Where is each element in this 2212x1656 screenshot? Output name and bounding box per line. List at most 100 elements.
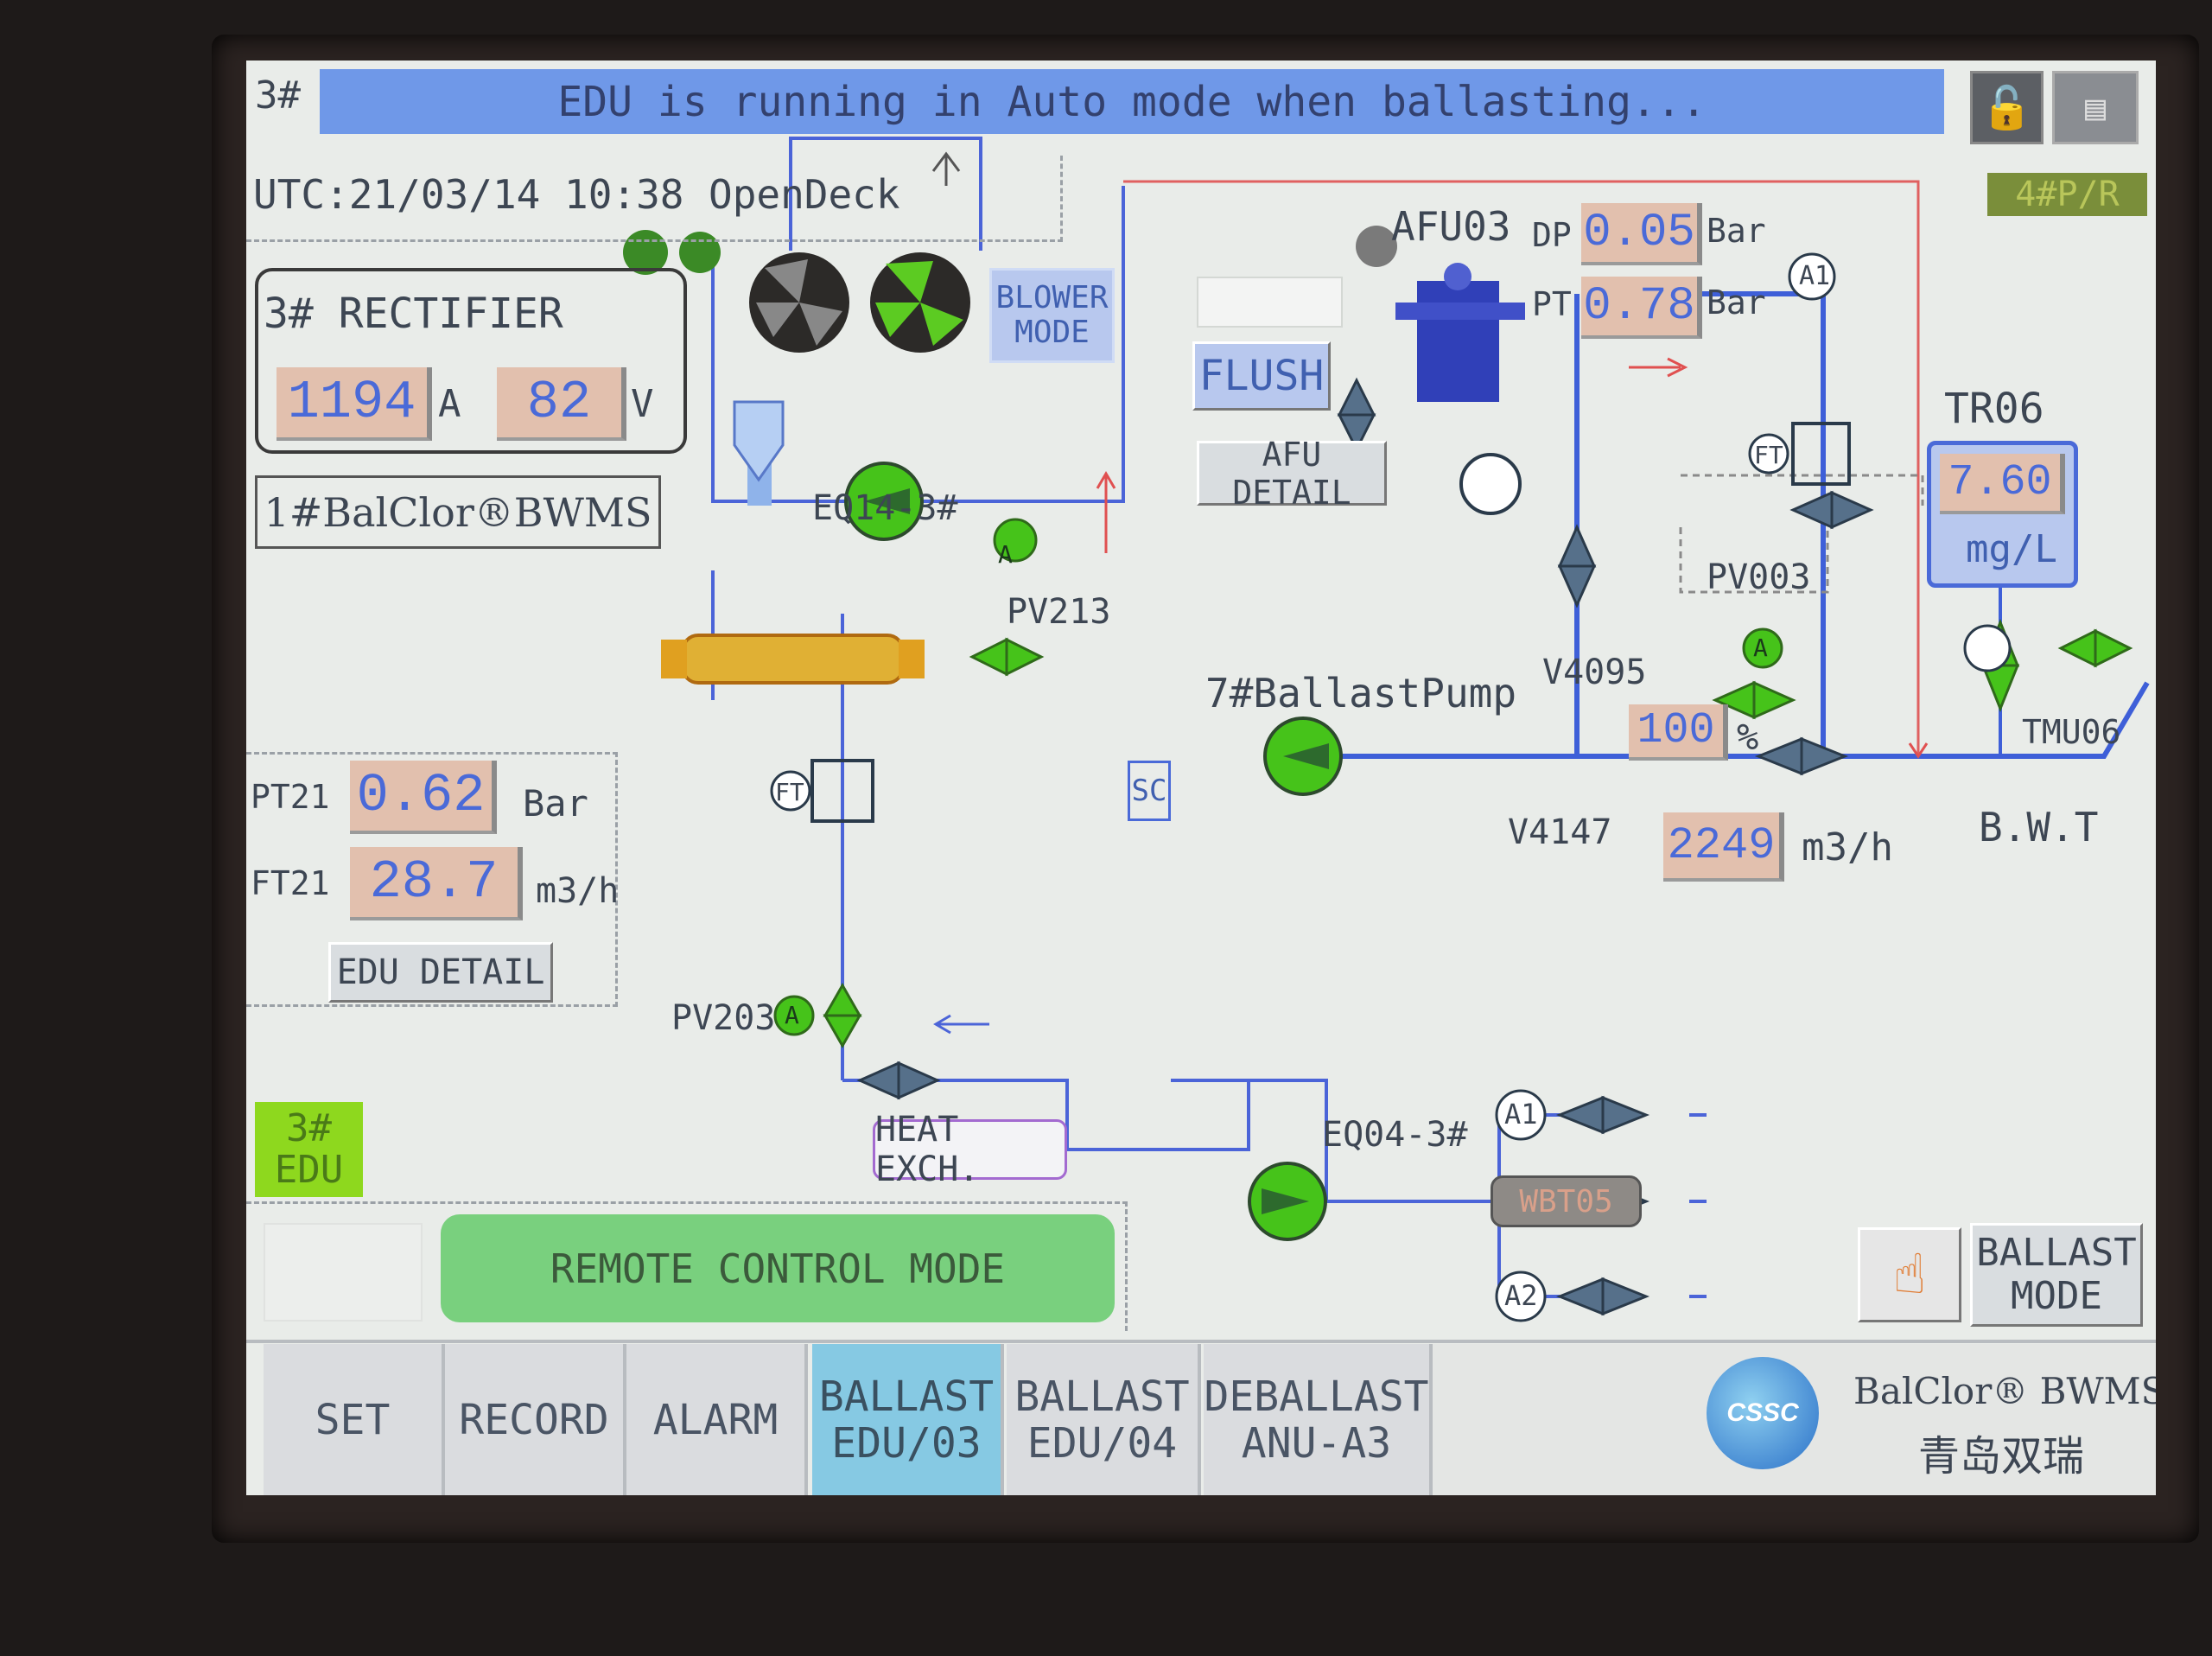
sc-box: SC xyxy=(1128,761,1171,821)
afu-detail-button[interactable]: AFU DETAIL xyxy=(1197,436,1387,512)
lamp-2-icon xyxy=(679,232,721,273)
sensor-a2-label: A2 xyxy=(1504,1279,1538,1312)
afu-name: AFU03 xyxy=(1391,203,1511,250)
auto-badge-pv213: A xyxy=(998,540,1013,569)
separator-icon xyxy=(733,400,785,506)
brand-chinese: 青岛双瑞 xyxy=(1918,1432,2085,1481)
bwt-label: B.W.T xyxy=(1979,804,2099,850)
main-flow-unit: m3/h xyxy=(1802,825,1893,869)
remote-frame xyxy=(246,1201,1128,1331)
unit-id: 3# xyxy=(255,73,301,118)
ft21-value: 28.7 xyxy=(350,847,523,920)
sensor-a1-label: A1 xyxy=(1504,1098,1538,1131)
tab-set[interactable]: SET xyxy=(264,1344,445,1495)
valve-tr-icon xyxy=(2057,628,2133,668)
rectifier-current: 1194 xyxy=(276,367,432,441)
fan-2-icon xyxy=(870,252,970,353)
tr-unit: mg/L xyxy=(1966,527,2057,571)
afu-dp-value: 0.05 xyxy=(1581,203,1702,265)
v4147-label: V4147 xyxy=(1508,812,1612,852)
afu-pt-value: 0.78 xyxy=(1581,277,1702,339)
eq04-label: EQ04-3# xyxy=(1322,1115,1468,1155)
afu-pt-unit: Bar xyxy=(1707,283,1766,322)
remote-control-mode-button[interactable]: REMOTE CONTROL MODE xyxy=(441,1214,1115,1322)
arrow-up-icon xyxy=(931,151,961,186)
ballast-mode-button[interactable]: BALLAST MODE xyxy=(1970,1223,2143,1327)
pump-ballast-icon xyxy=(1263,717,1343,796)
pump-eq14-icon xyxy=(844,462,924,541)
flush-button[interactable]: FLUSH xyxy=(1192,341,1331,411)
afu-filter-icon xyxy=(1395,263,1525,402)
tab-ballast-edu03[interactable]: BALLAST EDU/03 xyxy=(812,1344,1004,1495)
afu-dp-label: DP xyxy=(1532,216,1572,254)
rectifier-voltage: 82 xyxy=(497,367,626,441)
flow-meter-afu-icon xyxy=(1748,422,1851,486)
ballast-mode-icon-button[interactable]: ☝ xyxy=(1858,1227,1961,1322)
valve-pv203-icon xyxy=(823,982,862,1049)
v4095-label: V4095 xyxy=(1542,653,1647,692)
ft21-label: FT21 xyxy=(251,864,330,902)
valve-upper-icon xyxy=(1789,490,1874,530)
clock-frame xyxy=(246,156,1063,242)
rectifier-current-unit: A xyxy=(438,382,461,426)
utc-clock: UTC:21/03/14 10:38 xyxy=(253,171,684,218)
sensor-a2-icon xyxy=(1495,1271,1547,1322)
hmi-screen: 3# EDU is running in Auto mode when ball… xyxy=(246,61,2156,1495)
pv003-label: PV003 xyxy=(1707,557,1811,597)
hand-press-icon: ☝ xyxy=(1892,1243,1927,1307)
sensor-a1-top-label: A1 xyxy=(1799,261,1831,291)
tab-record[interactable]: RECORD xyxy=(445,1344,626,1495)
edu-tank-icon xyxy=(661,634,925,685)
ft21-unit: m3/h xyxy=(536,871,620,911)
arrow-red-up-icon xyxy=(1096,471,1116,553)
tr-value: 7.60 xyxy=(1940,454,2065,514)
tab-deballast-anu-a3[interactable]: DEBALLAST ANU-A3 xyxy=(1204,1344,1433,1495)
pv213-label: PV213 xyxy=(1007,592,1111,632)
mode-tag: 4#P/R xyxy=(1987,173,2147,216)
heat-exchanger-label: HEAT EXCH. xyxy=(873,1110,1067,1189)
sensor-a1-icon xyxy=(1495,1089,1547,1141)
valve-open-value: 100 xyxy=(1629,704,1728,761)
system-name: 1#BalClor®BWMS xyxy=(255,475,661,549)
rectifier-title: 3# RECTIFIER xyxy=(264,290,563,338)
pressure-gauge-icon xyxy=(1459,453,1522,515)
pt21-label: PT21 xyxy=(251,778,330,816)
valve-gray-1-icon xyxy=(1555,1095,1650,1135)
pipe-edu-top xyxy=(711,251,851,503)
lamp-afu-icon xyxy=(1356,226,1397,267)
sensor-a1-top-icon xyxy=(1788,252,1836,301)
ft21-meter-label: FT xyxy=(775,778,804,806)
fan-1-icon xyxy=(749,252,849,353)
valve-pv213-icon xyxy=(969,637,1045,677)
cssc-logo: CSSC xyxy=(1707,1357,1819,1469)
blower-mode-button[interactable]: BLOWER MODE xyxy=(989,268,1115,363)
rectifier-panel xyxy=(255,268,687,454)
pipe-main xyxy=(1283,291,1826,759)
valve-afu-icon xyxy=(1557,524,1597,608)
edu-readings-frame xyxy=(246,752,618,1007)
lock-button[interactable]: 🔓 xyxy=(1970,71,2044,144)
blank-mode-field xyxy=(264,1223,423,1322)
tab-ballast-edu04[interactable]: BALLAST EDU/04 xyxy=(1007,1344,1201,1495)
wbt-tag: WBT05 xyxy=(1491,1175,1642,1227)
blank-field xyxy=(1197,277,1343,328)
brand-name: BalClor® BWMS xyxy=(1853,1370,2156,1412)
tab-divider xyxy=(246,1340,2156,1343)
valve-open-unit: % xyxy=(1737,716,1759,758)
afu-meter-label: FT xyxy=(1754,441,1783,469)
status-banner: EDU is running in Auto mode when ballast… xyxy=(320,69,1944,134)
tmu-pump-icon xyxy=(1963,624,2012,672)
valve-v4147-icon xyxy=(1754,736,1849,776)
status-banner-text: EDU is running in Auto mode when ballast… xyxy=(557,77,1707,126)
edu-tag: 3# EDU xyxy=(255,1102,363,1197)
auto-badge-pv213-icon xyxy=(993,518,1038,563)
tab-alarm[interactable]: ALARM xyxy=(626,1344,808,1495)
auto-badge-pv203: A xyxy=(785,1001,799,1029)
menu-button[interactable]: ▤ xyxy=(2052,71,2139,144)
eq14-label: EQ14-3# xyxy=(812,488,958,528)
auto-badge-pv003: A xyxy=(1753,634,1768,662)
arrow-left-icon xyxy=(933,1014,989,1035)
pipe-eq04 xyxy=(1175,1079,1499,1203)
edu-detail-button[interactable]: EDU DETAIL xyxy=(328,942,553,1003)
auto-badge-pv203-icon xyxy=(773,995,815,1036)
